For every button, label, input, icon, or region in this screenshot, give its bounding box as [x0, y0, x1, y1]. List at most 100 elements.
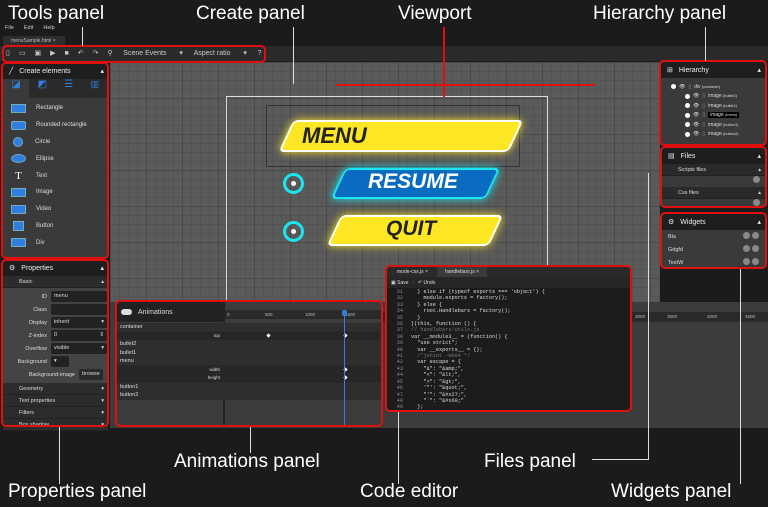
- widget-item[interactable]: TestW: [662, 256, 765, 269]
- class-input[interactable]: [51, 304, 107, 315]
- create-panel-header[interactable]: ╱Create elements▴: [3, 63, 108, 79]
- zindex-stepper[interactable]: 0⇕: [51, 330, 107, 341]
- code-content[interactable]: 31 } else if (typeof exports === 'object…: [387, 288, 631, 411]
- section-basic[interactable]: Basic▴: [3, 276, 108, 288]
- create-video[interactable]: Video: [3, 201, 108, 218]
- hierarchy-item[interactable]: 👁▯image (button1): [667, 120, 765, 130]
- properties-header[interactable]: ⚙Properties▴: [3, 260, 108, 276]
- add-css-icon[interactable]: [753, 199, 760, 206]
- hierarchy-header[interactable]: ⊞Hierarchy▴: [661, 62, 765, 78]
- visibility-dot-icon[interactable]: [685, 112, 690, 118]
- viewport[interactable]: MENU RESUME QUIT: [110, 62, 660, 306]
- keyframe[interactable]: [266, 332, 271, 338]
- edit-widget-icon[interactable]: [752, 245, 759, 252]
- add-script-icon[interactable]: [753, 176, 760, 183]
- animation-track[interactable]: bullet2: [117, 340, 381, 349]
- create-circle[interactable]: Circle: [3, 134, 108, 151]
- visibility-dot-icon[interactable]: [685, 93, 690, 99]
- bullet2[interactable]: [283, 173, 304, 194]
- lock-icon[interactable]: ▯: [688, 83, 692, 90]
- save-icon[interactable]: ▣: [34, 50, 42, 57]
- collapse-icon[interactable]: ▴: [100, 68, 104, 75]
- scripts-files-section[interactable]: Scripts files▴: [662, 164, 765, 176]
- section-geometry[interactable]: Geometry▾: [3, 383, 108, 395]
- animation-track[interactable]: height: [117, 374, 381, 383]
- open-folder-icon[interactable]: ▭: [18, 50, 26, 57]
- undo-icon[interactable]: ↶: [77, 50, 84, 57]
- file-tab[interactable]: menuSample.html ×: [3, 36, 65, 46]
- menu-edit[interactable]: Edit: [23, 25, 34, 31]
- visibility-dot-icon[interactable]: [685, 122, 690, 128]
- bullet1[interactable]: [283, 221, 304, 242]
- section-text-properties[interactable]: Text properties▾: [3, 395, 108, 407]
- redo-icon[interactable]: ↷: [92, 50, 99, 57]
- undo-button[interactable]: ↶ Undo: [417, 279, 436, 286]
- section-box-shadow[interactable]: Box shadow▾: [3, 419, 108, 431]
- tab-mode-css[interactable]: mode-css.js ×: [397, 269, 428, 275]
- hierarchy-item[interactable]: 👁▯div (container): [667, 82, 765, 92]
- browse-button[interactable]: browse: [79, 369, 103, 380]
- widgets-header[interactable]: ⚙Widgets▴: [662, 214, 765, 230]
- hierarchy-item[interactable]: 👁▯image (bullet2): [667, 92, 765, 102]
- eye-icon[interactable]: 👁: [693, 121, 700, 128]
- playhead-handle[interactable]: [342, 310, 347, 316]
- search-icon[interactable]: ⚲: [107, 50, 113, 57]
- tab-list-icon[interactable]: ☰: [64, 79, 74, 90]
- create-div[interactable]: Div: [3, 234, 108, 251]
- add-widget-icon[interactable]: [743, 232, 750, 239]
- widget-item[interactable]: Gdgfd: [662, 243, 765, 256]
- display-select[interactable]: inherit▾: [51, 317, 107, 328]
- create-rectangle[interactable]: Rectangle: [3, 100, 108, 117]
- create-image[interactable]: Image: [3, 184, 108, 201]
- lock-icon[interactable]: ▯: [702, 102, 706, 109]
- create-rounded-rectangle[interactable]: Rounded rectangle: [3, 117, 108, 134]
- selection-box[interactable]: [266, 105, 520, 167]
- section-filters[interactable]: Filters▾: [3, 407, 108, 419]
- playhead[interactable]: [344, 310, 345, 426]
- add-widget-icon[interactable]: [743, 258, 750, 265]
- menu-file[interactable]: File: [5, 25, 14, 31]
- visibility-dot-icon[interactable]: [685, 131, 690, 137]
- files-header[interactable]: ▤Files▴: [662, 148, 765, 164]
- edit-widget-icon[interactable]: [752, 258, 759, 265]
- help-icon[interactable]: ?: [257, 50, 262, 57]
- save-button[interactable]: ▣ Save: [391, 279, 409, 286]
- create-button[interactable]: Button: [3, 218, 108, 235]
- animation-track[interactable]: button1: [117, 382, 381, 391]
- visibility-dot-icon[interactable]: [685, 103, 690, 109]
- aspect-ratio-dropdown[interactable]: Aspect ratio ▾: [193, 50, 247, 57]
- collapse-icon[interactable]: ▴: [100, 265, 104, 272]
- hierarchy-item[interactable]: 👁▯image (menu): [667, 111, 765, 121]
- toggle-switch[interactable]: [121, 309, 132, 315]
- eye-icon[interactable]: 👁: [679, 83, 686, 90]
- add-widget-icon[interactable]: [743, 245, 750, 252]
- tab-shapes-icon[interactable]: ◪: [3, 79, 30, 98]
- edit-widget-icon[interactable]: [752, 232, 759, 239]
- eye-icon[interactable]: 👁: [693, 93, 700, 100]
- tab-layout-icon[interactable]: ▥: [90, 79, 100, 89]
- new-file-icon[interactable]: ▯: [6, 50, 10, 57]
- hierarchy-item[interactable]: 👁▯image (bullet1): [667, 101, 765, 111]
- tab-components-icon[interactable]: ◩: [37, 79, 48, 90]
- widget-item[interactable]: Bla: [662, 230, 765, 243]
- lock-icon[interactable]: ▯: [702, 93, 706, 100]
- animation-track[interactable]: top: [117, 331, 381, 340]
- overflow-select[interactable]: visible▾: [51, 343, 107, 354]
- play-icon[interactable]: ▶: [50, 50, 56, 57]
- stop-icon[interactable]: ■: [64, 50, 69, 57]
- animation-track[interactable]: menu: [117, 357, 381, 366]
- eye-icon[interactable]: 👁: [693, 102, 700, 109]
- css-files-section[interactable]: Css files▴: [662, 187, 765, 199]
- visibility-dot-icon[interactable]: [671, 84, 676, 90]
- animation-track[interactable]: bullet1: [117, 348, 381, 357]
- animation-track[interactable]: button2: [117, 391, 381, 400]
- lock-icon[interactable]: ▯: [702, 131, 706, 138]
- lock-icon[interactable]: ▯: [702, 121, 706, 128]
- eye-icon[interactable]: 👁: [693, 131, 700, 138]
- id-input[interactable]: menu: [51, 291, 107, 302]
- close-icon[interactable]: ×: [52, 38, 56, 44]
- menu-help[interactable]: Help: [43, 25, 55, 31]
- scene-events-dropdown[interactable]: Scene Events ▾: [123, 50, 183, 57]
- animation-track[interactable]: container: [117, 323, 381, 332]
